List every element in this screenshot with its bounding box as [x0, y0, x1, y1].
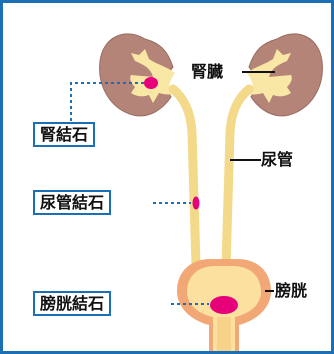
kidney-stone [144, 77, 158, 89]
bladder-stone [210, 296, 238, 314]
ureter-stone [192, 196, 200, 210]
ureter-label: 尿管 [261, 150, 294, 169]
left-renal-pelvis [130, 49, 179, 103]
kidney-label: 腎臓 [191, 62, 224, 81]
ureter-stone-label: 尿管結石 [33, 190, 112, 215]
kidney-stone-leader [70, 82, 144, 121]
right-ureter [221, 84, 254, 270]
urethra-inner [217, 317, 231, 351]
bladder-label: 膀胱 [275, 281, 308, 300]
right-renal-pelvis [243, 49, 292, 103]
bladder-stone-label: 膀胱結石 [33, 291, 112, 316]
left-ureter [168, 84, 201, 270]
urinary-tract-illustration [70, 33, 323, 351]
kidney-stone-label: 腎結石 [33, 122, 96, 147]
